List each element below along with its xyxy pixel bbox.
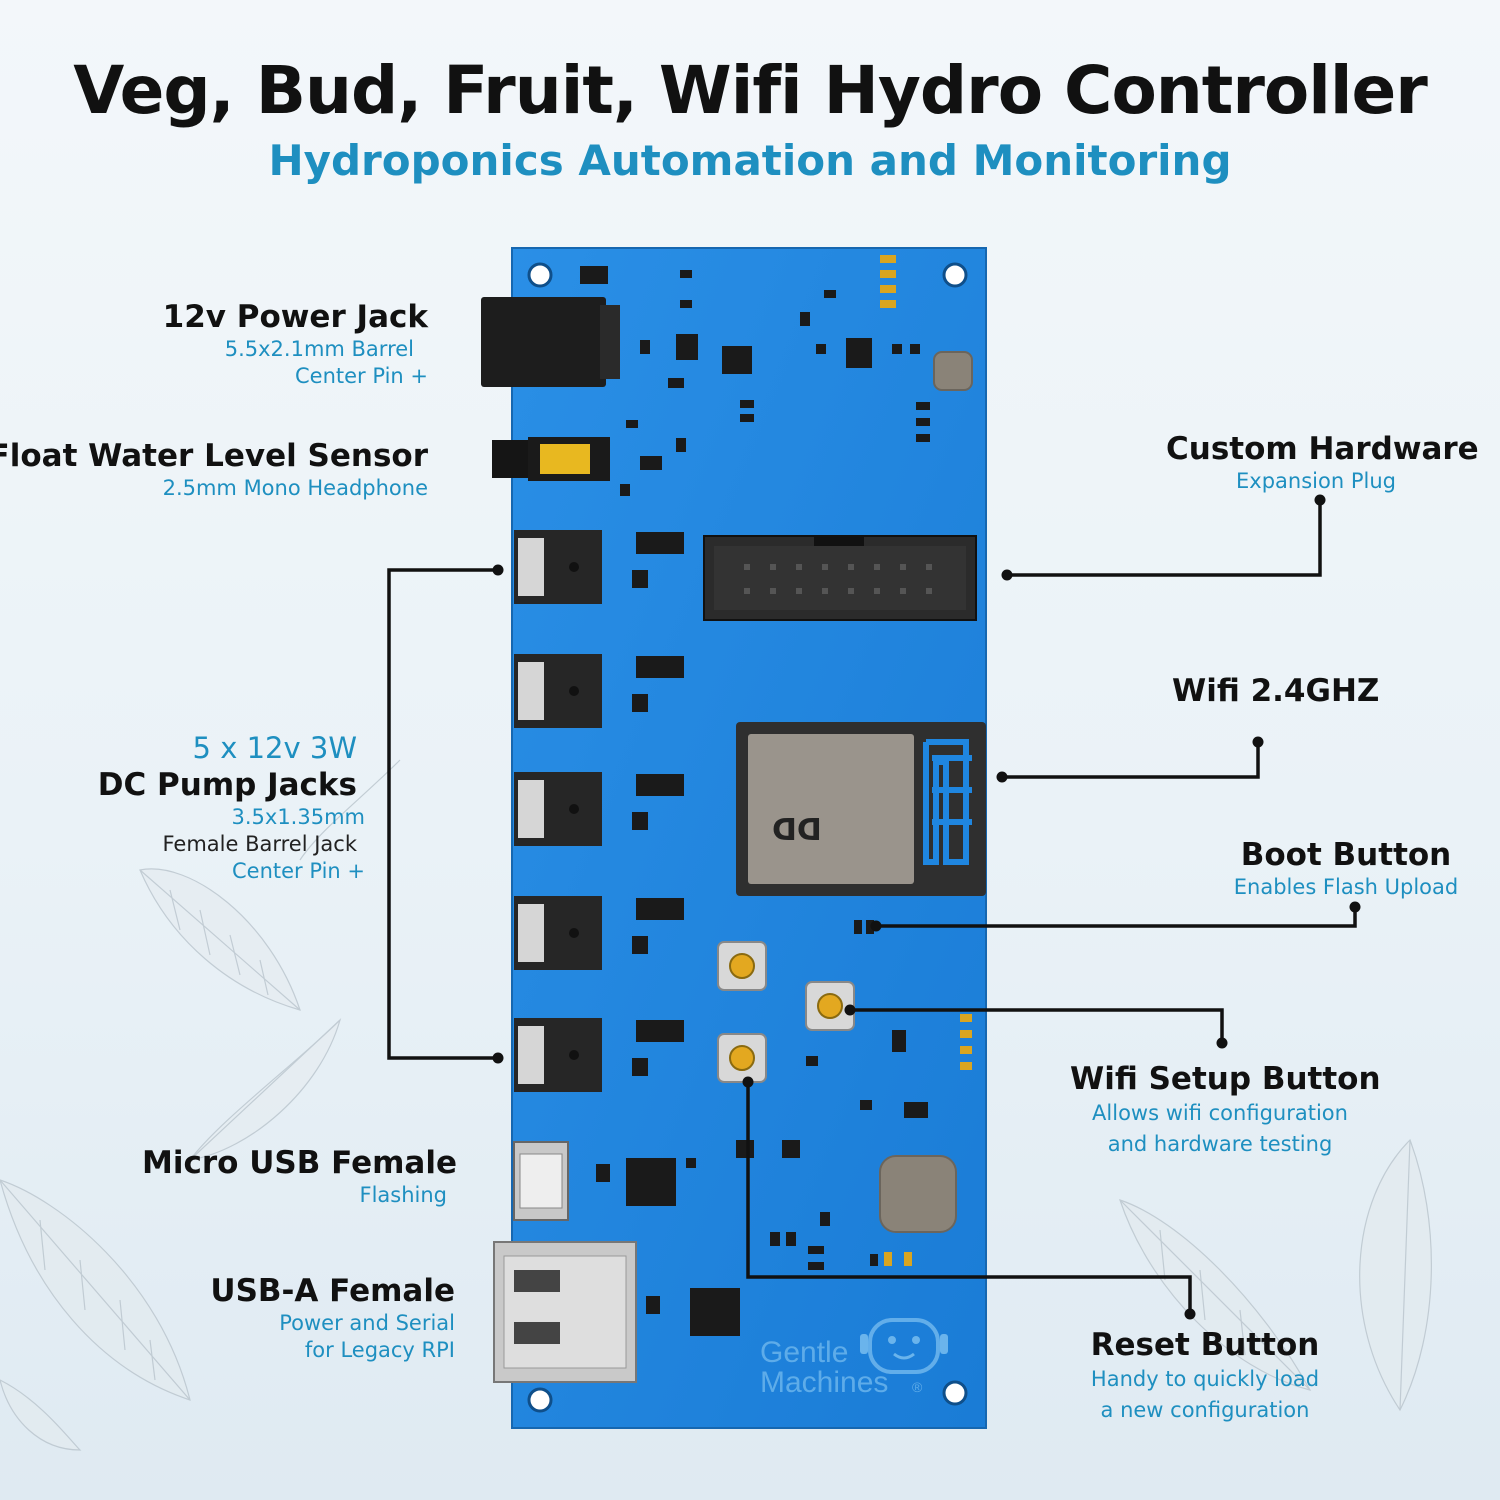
- pump-jacks-title: DC Pump Jacks: [97, 767, 357, 803]
- mounting-holes: [527, 262, 968, 1413]
- wifi-setup-button-part: [805, 981, 855, 1031]
- pump-jack-4: [514, 896, 684, 970]
- usb-a-spec-2: for Legacy RPI: [304, 1338, 455, 1362]
- usb-a-port: [493, 1241, 637, 1383]
- wifi-label: Wifi 2.4GHZ: [1172, 672, 1379, 710]
- pump-jack-1: [514, 530, 684, 604]
- micro-usb-spec: Flashing: [359, 1183, 447, 1207]
- usb-a-label: USB-A Female Power and Serial for Legacy…: [210, 1272, 455, 1364]
- power-jack-label: 12v Power Jack 5.5x2.1mm Barrel Center P…: [163, 298, 428, 390]
- custom-hw-label: Custom Hardware Expansion Plug: [1166, 430, 1479, 495]
- svg-text:ᗡᗡ: ᗡᗡ: [772, 813, 822, 848]
- leaf-icon: [188, 1017, 342, 1161]
- leaf-icon: [0, 1179, 191, 1401]
- wifi-title: Wifi 2.4GHZ: [1172, 673, 1380, 709]
- boot-button-spec: Enables Flash Upload: [1233, 875, 1459, 899]
- usb-a-spec-1: Power and Serial: [279, 1311, 455, 1335]
- leaf-icon: [1359, 1138, 1432, 1412]
- micro-usb-port: [513, 1141, 569, 1221]
- tactile-buttons: [717, 941, 855, 1083]
- wifi-setup-spec-2: and hardware testing: [1107, 1132, 1333, 1156]
- boot-button-label: Boot Button Enables Flash Upload: [1226, 836, 1466, 901]
- leaf-icon: [139, 868, 301, 1011]
- registered-mark: ®: [912, 1379, 923, 1395]
- leaf-icon: [299, 759, 401, 861]
- inductor: [933, 351, 973, 391]
- custom-hw-title: Custom Hardware: [1166, 431, 1479, 467]
- pump-jacks-count: 5 x 12v 3W: [192, 731, 357, 765]
- float-sensor-title: Float Water Level Sensor: [0, 438, 428, 474]
- reset-button-spec-1: Handy to quickly load: [1090, 1367, 1320, 1391]
- robot-face-icon: [860, 1318, 948, 1374]
- pump-jack-3: [514, 772, 684, 846]
- boot-button-part: [717, 941, 767, 991]
- leaf-icon: [0, 1379, 82, 1451]
- page-subtitle: Hydroponics Automation and Monitoring: [268, 136, 1232, 185]
- power-jack-spec-1: 5.5x2.1mm Barrel: [224, 337, 414, 361]
- pump-jacks: [514, 530, 684, 1092]
- smd-components: [580, 255, 930, 496]
- wifi-setup-label: Wifi Setup Button Allows wifi configurat…: [1070, 1060, 1381, 1160]
- custom-hw-leader: [1007, 500, 1322, 577]
- power-jack: [481, 297, 620, 387]
- reset-button-title: Reset Button: [1090, 1327, 1320, 1363]
- wifi-module: ᗡᗡ: [736, 722, 986, 896]
- brand-mark: Gentle Machines ®: [760, 1318, 948, 1399]
- brand-line-1: Gentle: [760, 1336, 848, 1369]
- pump-jack-2: [514, 654, 684, 728]
- page-title: Veg, Bud, Fruit, Wifi Hydro Controller: [73, 52, 1428, 129]
- pump-jacks-leader: [387, 568, 498, 1060]
- brand-line-2: Machines: [760, 1366, 888, 1399]
- wifi-setup-title: Wifi Setup Button: [1070, 1061, 1381, 1097]
- micro-usb-title: Micro USB Female: [142, 1145, 457, 1181]
- wifi-setup-spec-1: Allows wifi configuration: [1092, 1101, 1348, 1125]
- float-sensor-spec: 2.5mm Mono Headphone: [162, 476, 428, 500]
- wifi-setup-leader: [850, 1008, 1224, 1043]
- usb-a-title: USB-A Female: [210, 1273, 455, 1309]
- pump-jack-5: [514, 1018, 684, 1092]
- custom-hw-spec: Expansion Plug: [1236, 469, 1396, 493]
- pump-jacks-spec-1: 3.5x1.35mm: [231, 805, 366, 829]
- reset-button-spec-2: a new configuration: [1100, 1398, 1310, 1422]
- reset-button-part: [717, 1033, 767, 1083]
- power-jack-spec-2: Center Pin +: [295, 364, 428, 388]
- wifi-leader: [1002, 742, 1260, 779]
- lower-smd: [596, 920, 972, 1336]
- boot-button-leader: [876, 907, 1357, 928]
- pump-jacks-spec-2: Female Barrel Jack: [162, 832, 357, 856]
- reset-button-leader: [746, 1082, 1192, 1314]
- float-sensor-label: Float Water Level Sensor 2.5mm Mono Head…: [0, 437, 428, 502]
- expansion-header: [703, 535, 977, 621]
- pump-jacks-label: 5 x 12v 3W DC Pump Jacks 3.5x1.35mm Fema…: [97, 730, 365, 885]
- boot-button-title: Boot Button: [1240, 837, 1452, 873]
- pump-jacks-spec-3: Center Pin +: [232, 859, 365, 883]
- float-sensor-jack: [492, 437, 610, 481]
- inductor-large: [879, 1155, 957, 1233]
- reset-button-label: Reset Button Handy to quickly load a new…: [1060, 1326, 1350, 1426]
- power-jack-title: 12v Power Jack: [162, 299, 428, 335]
- micro-usb-label: Micro USB Female Flashing: [142, 1144, 457, 1209]
